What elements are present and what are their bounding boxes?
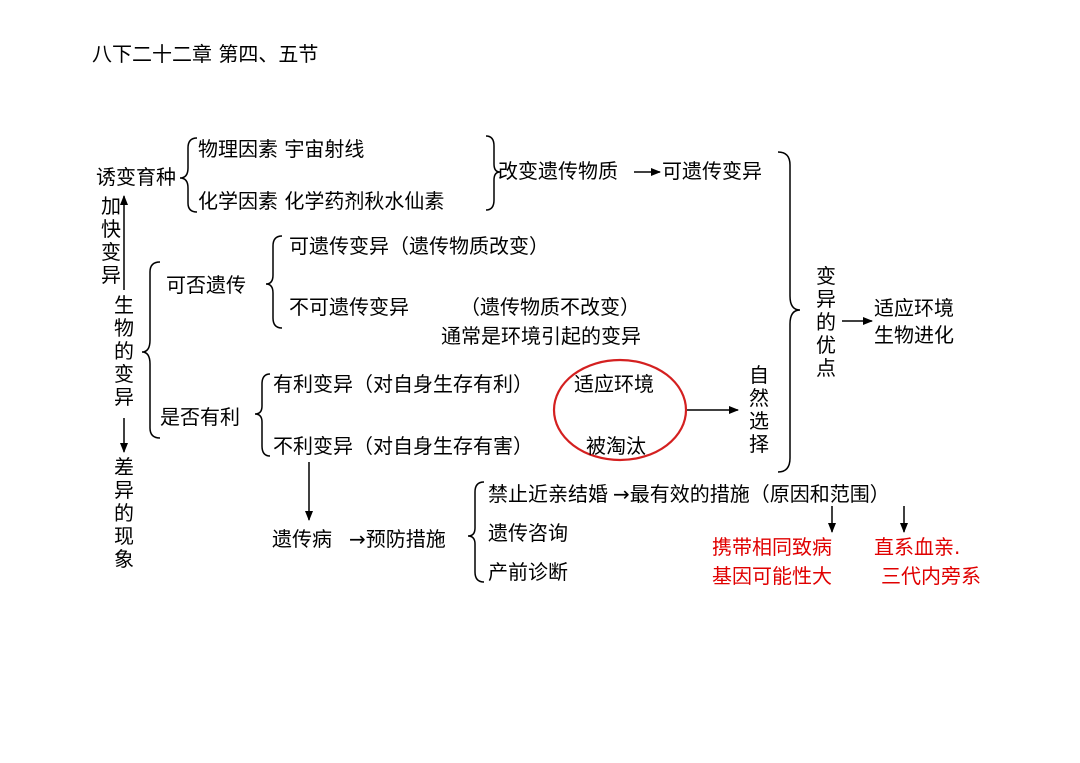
brace-right-big [777,151,801,473]
node-difference-phenomenon: 差异的现象 [114,455,134,571]
node-non-heritable: 不可遗传变异 [289,295,409,319]
node-non-heritable-note: （遗传物质不改变） [460,295,640,319]
node-ban-consanguineous: 禁止近亲结婚 [488,482,608,506]
node-adapt: 适应环境 [874,296,954,320]
node-change-genetic-material: 改变遗传物质 [498,159,618,183]
node-adapt-environment: 适应环境 [574,372,654,396]
node-eliminated: 被淘汰 [586,434,646,458]
brace-beneficial [254,373,271,457]
node-evolve: 生物进化 [874,323,954,347]
node-genetic-counseling: 遗传咨询 [488,521,568,545]
node-genetic-disease: 遗传病 [272,527,332,551]
note-reason-line1: 携带相同致病 [712,535,832,559]
highlight-circle [552,358,688,462]
note-scope-line1: 直系血亲. [874,535,961,559]
brace-measures [467,481,485,583]
node-mutation-breeding: 诱变育种 [96,165,176,189]
node-physical-factor: 物理因素 宇宙射线 [198,137,365,161]
node-heritable-question: 可否遗传 [166,273,246,297]
brace-variation [141,261,161,439]
node-variation-advantage: 变异的优点 [816,264,836,380]
node-non-heritable-cause: 通常是环境引起的变异 [441,324,641,348]
node-chemical-factor: 化学因素 化学药剂秋水仙素 [198,189,445,213]
brace-mutation-factors [179,137,198,213]
node-heritable-result: 可遗传变异 [662,159,762,183]
node-most-effective: →最有效的措施（原因和范围） [613,482,890,506]
node-speeds-up: 加快变异 [101,194,121,287]
node-prevention: →预防措施 [349,527,446,551]
node-beneficial: 有利变异（对自身生存有利） [273,372,533,396]
note-reason-line2: 基因可能性大 [712,564,832,588]
node-natural-selection: 自然选择 [749,363,769,456]
page-title: 八下二十二章 第四、五节 [92,42,319,66]
node-harmful: 不利变异（对自身生存有害） [273,434,533,458]
node-prenatal-diagnosis: 产前诊断 [488,560,568,584]
node-biological-variation: 生物的变异 [114,293,134,409]
brace-factors-right [485,135,501,211]
node-heritable: 可遗传变异（遗传物质改变） [289,234,549,258]
note-scope-line2: 三代内旁系 [881,564,981,588]
brace-heritable [265,235,283,329]
node-beneficial-question: 是否有利 [160,405,240,429]
